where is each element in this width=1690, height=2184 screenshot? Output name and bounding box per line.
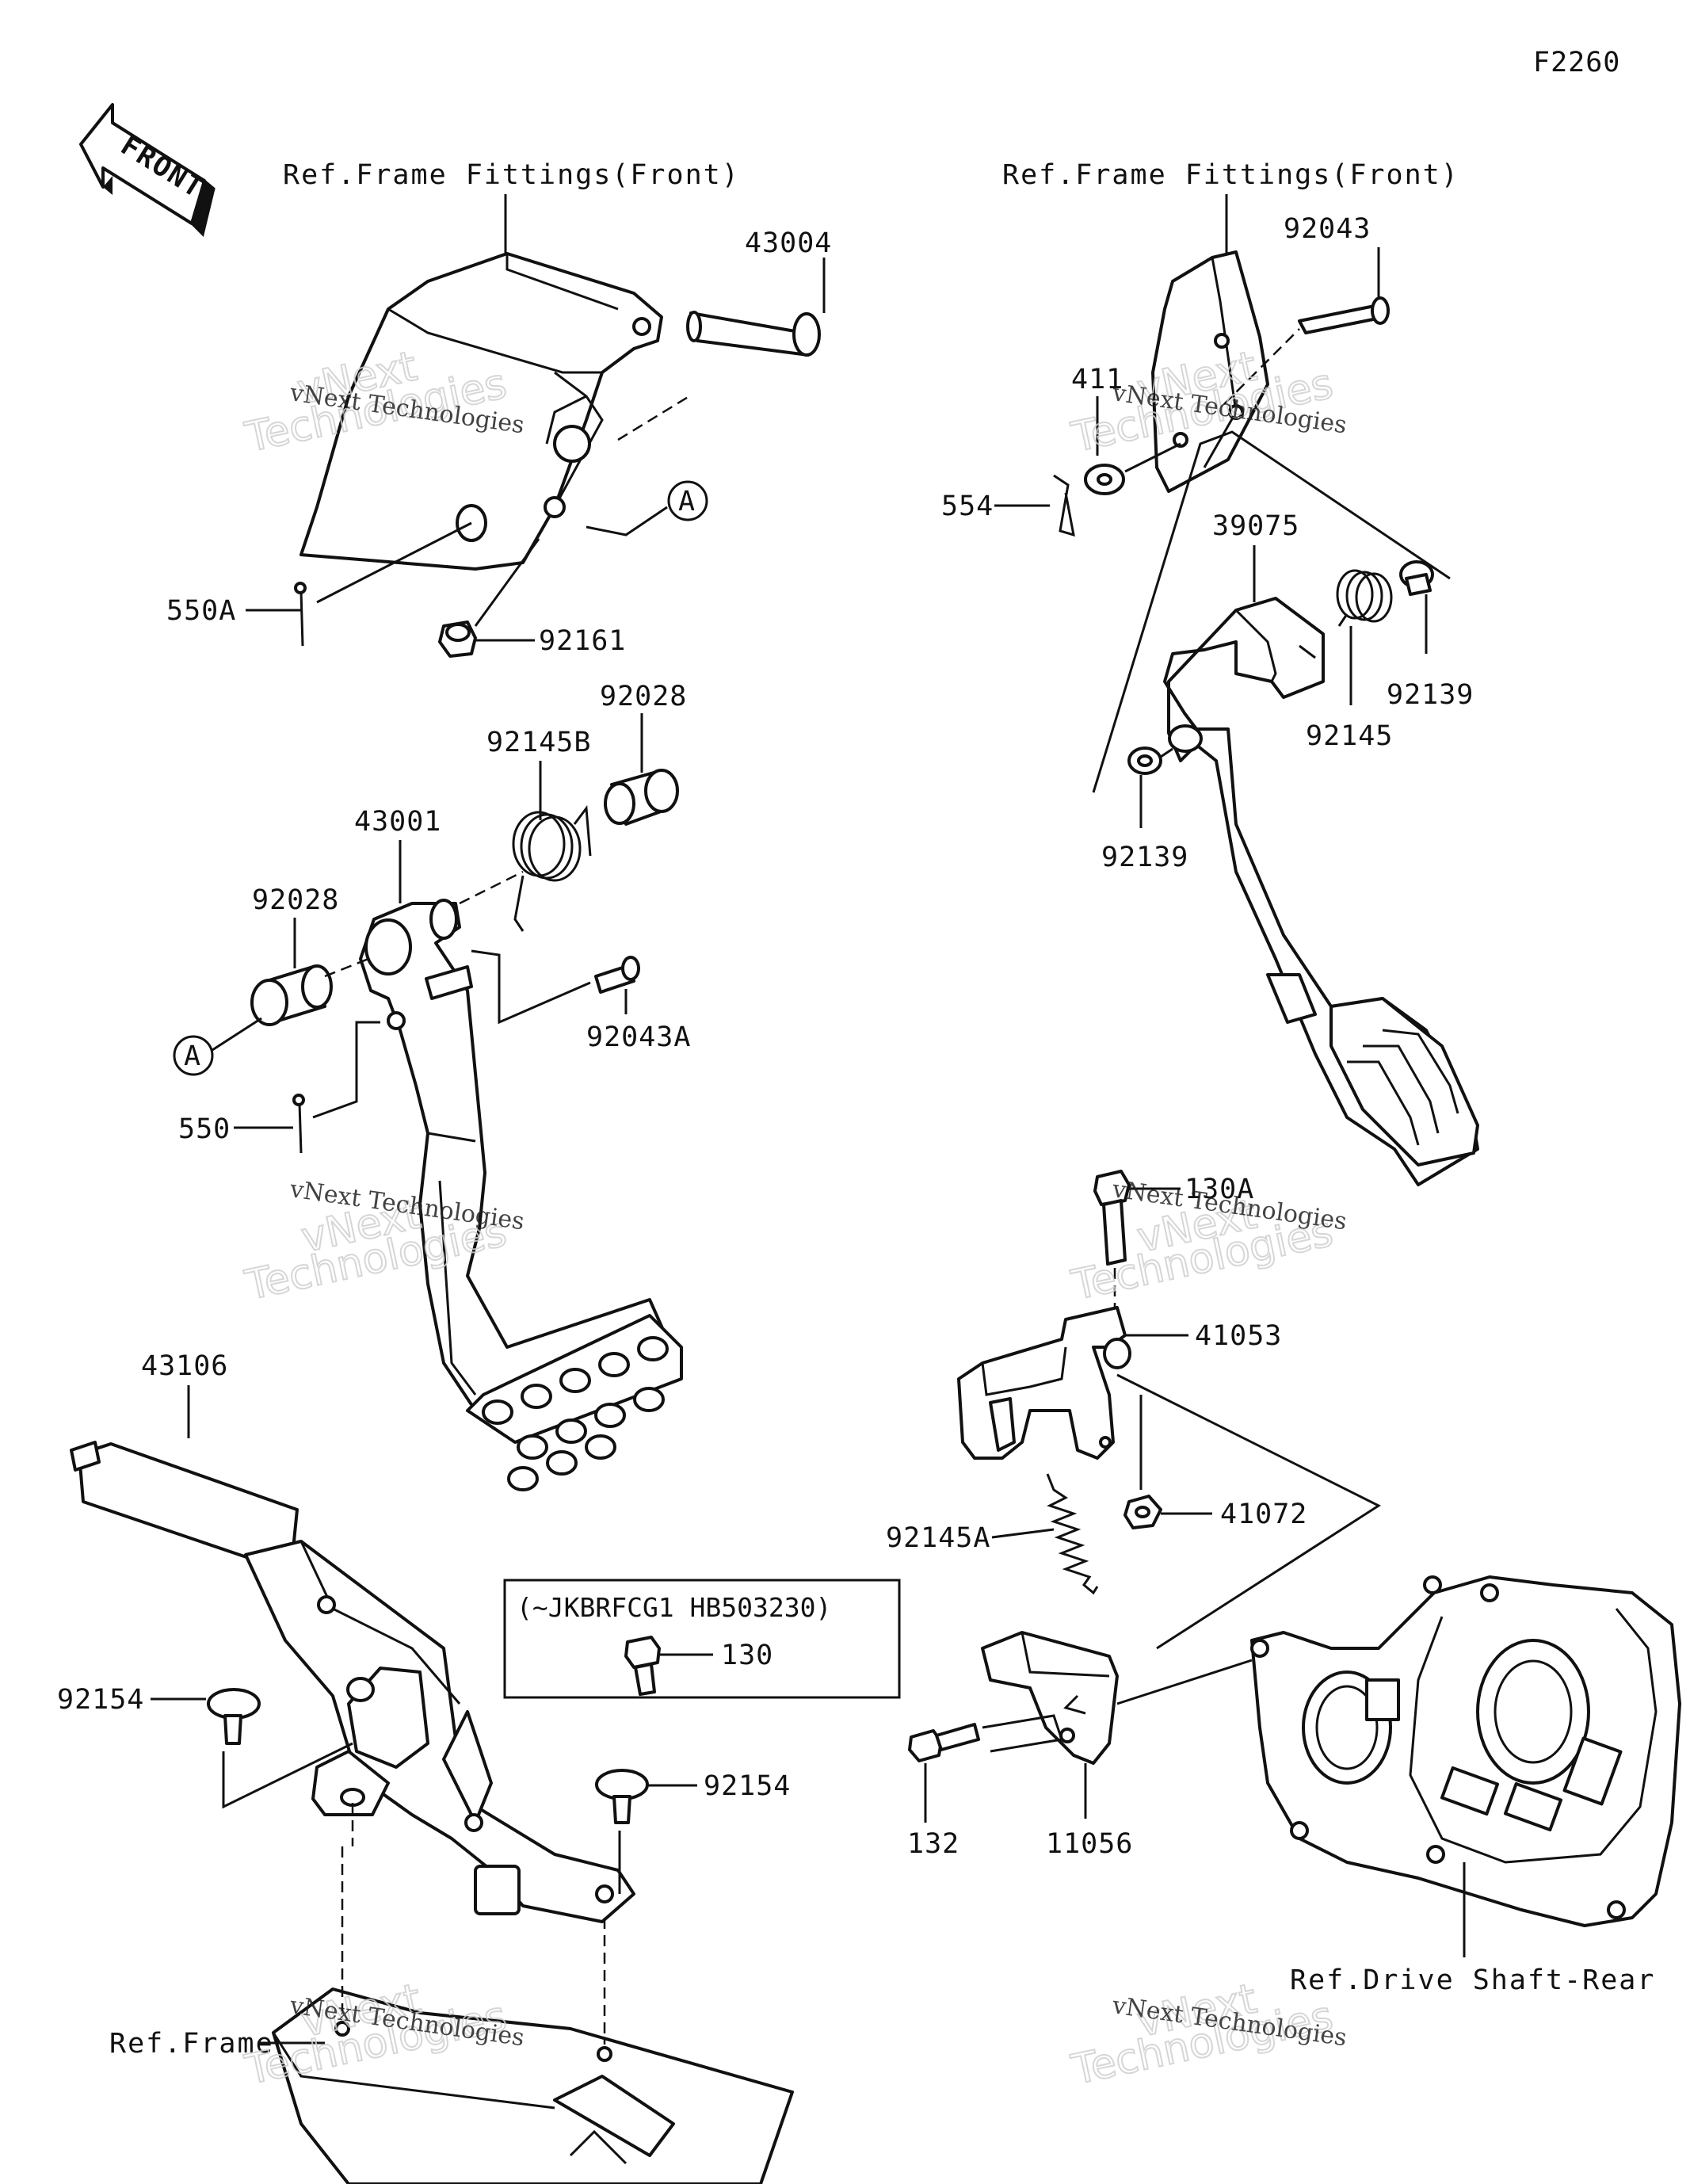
label-92145A: 92145A <box>886 1522 990 1554</box>
cotter-pin-550A <box>294 582 307 647</box>
label-550A: 550A <box>166 595 236 627</box>
label-92161: 92161 <box>539 625 626 657</box>
callout-a-upper <box>667 480 708 521</box>
front-arrow-icon: FRONT <box>79 103 216 237</box>
ref-frame-fittings-left: Ref.Frame Fittings(Front) <box>283 159 740 191</box>
pin-92043 <box>1298 296 1390 334</box>
label-43001: 43001 <box>354 806 441 838</box>
cotter-pin-550 <box>292 1094 305 1154</box>
frame-section <box>272 1987 794 2184</box>
label-92043: 92043 <box>1284 213 1371 245</box>
bracket-11056 <box>981 1631 1119 1765</box>
bushing-92028-top <box>604 769 679 826</box>
clip-554 <box>1053 474 1075 537</box>
label-132: 132 <box>907 1828 959 1860</box>
bracket-41053 <box>957 1306 1131 1460</box>
spring-92145A <box>1046 1473 1099 1595</box>
label-41072: 41072 <box>1220 1499 1307 1530</box>
ref-frame-fittings-right: Ref.Frame Fittings(Front) <box>1002 159 1459 191</box>
bolt-130A <box>1093 1170 1131 1266</box>
label-41053: 41053 <box>1195 1320 1282 1352</box>
accelerator-pedal-39075 <box>1163 597 1479 1186</box>
label-92145: 92145 <box>1306 720 1393 752</box>
ref-frame: Ref.Frame <box>109 2028 274 2060</box>
washer-92139-left <box>1127 746 1162 775</box>
label-92028-top: 92028 <box>600 681 687 712</box>
ref-drive-shaft: Ref.Drive Shaft-Rear <box>1290 1964 1655 1996</box>
label-92139-left: 92139 <box>1101 842 1188 873</box>
label-554: 554 <box>941 491 994 522</box>
variant-condition: (~JKBRFCG1 HB503230) <box>517 1592 831 1623</box>
label-11056: 11056 <box>1046 1828 1133 1860</box>
bushing-92028-left <box>250 964 333 1026</box>
label-92154-left: 92154 <box>57 1684 144 1716</box>
pin-92043A <box>594 956 640 994</box>
bolt-132 <box>908 1723 980 1762</box>
variant-part: 130 <box>721 1640 773 1671</box>
label-550: 550 <box>178 1113 231 1145</box>
label-92043A: 92043A <box>586 1021 691 1053</box>
label-43004: 43004 <box>745 227 832 259</box>
label-43106: 43106 <box>141 1350 228 1382</box>
label-411: 411 <box>1071 364 1123 395</box>
callout-a-upper-label: A <box>678 486 696 517</box>
washer-411 <box>1084 464 1125 495</box>
callout-a-lower-label: A <box>184 1040 201 1072</box>
label-92139-right: 92139 <box>1387 679 1474 711</box>
variant-box: (~JKBRFCG1 HB503230) 130 <box>503 1579 901 1699</box>
spring-92145 <box>1336 569 1393 627</box>
pedal-pad-holes <box>482 1336 669 1491</box>
diagram-code: F2260 <box>1533 47 1620 78</box>
spring-92145B <box>512 804 592 932</box>
label-92145B: 92145B <box>486 727 591 758</box>
screw-92154-right <box>595 1769 649 1824</box>
label-92154-right: 92154 <box>704 1770 791 1802</box>
label-39075: 39075 <box>1212 510 1299 542</box>
label-92028-left: 92028 <box>252 884 339 916</box>
nut-41072 <box>1123 1495 1162 1529</box>
brake-pedal-43001 <box>359 899 683 1491</box>
screw-92154-left <box>207 1688 261 1745</box>
bolt-130-icon <box>624 1636 661 1696</box>
pin-43004 <box>686 311 821 357</box>
parking-lever-43106 <box>70 1441 635 1923</box>
drive-shaft-housing <box>1250 1575 1681 1927</box>
nut-92161 <box>438 620 477 658</box>
bracket-left <box>299 252 663 571</box>
label-130A: 130A <box>1185 1174 1254 1205</box>
bushing-92139-right <box>1399 560 1434 596</box>
callout-a-lower <box>173 1035 214 1076</box>
bracket-right <box>1151 250 1269 493</box>
